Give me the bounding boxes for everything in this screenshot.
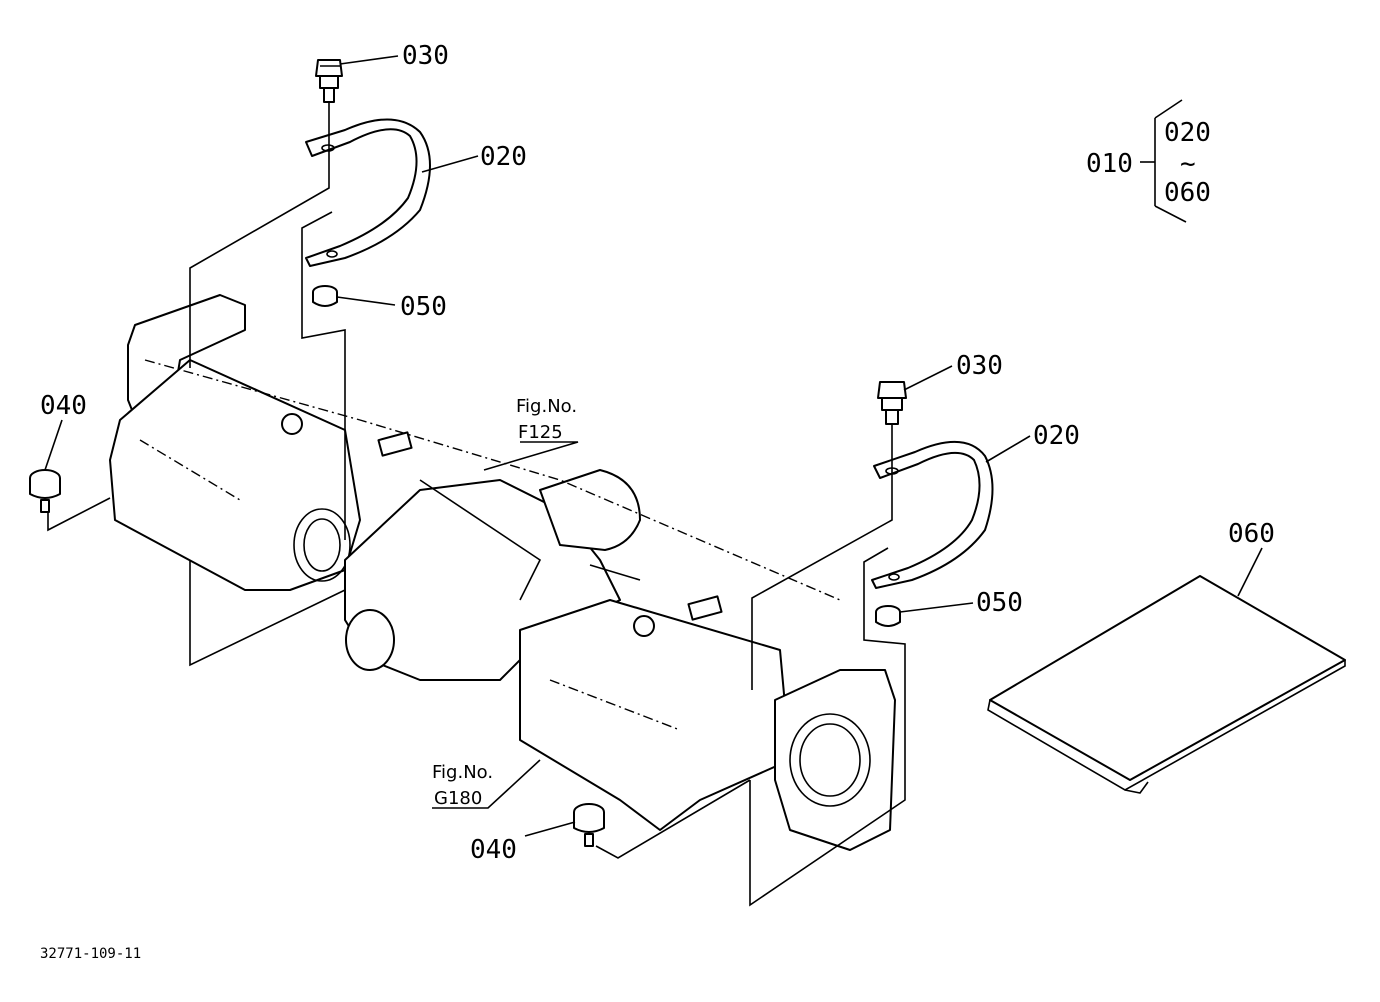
label-040-right: 040 bbox=[470, 835, 517, 865]
label-040-left: 040 bbox=[40, 391, 87, 421]
drawing-number: 32771-109-11 bbox=[40, 946, 141, 962]
center-line bbox=[139, 359, 841, 731]
label-050-right: 050 bbox=[976, 588, 1023, 618]
label-leaders bbox=[44, 55, 1263, 837]
label-020-right: 020 bbox=[1033, 421, 1080, 451]
manual-060 bbox=[987, 575, 1346, 794]
fig-ref-2-line2: G180 bbox=[434, 788, 482, 809]
bolt-030-left bbox=[315, 59, 343, 103]
assembly-code: 010 bbox=[1086, 149, 1133, 179]
label-030-right: 030 bbox=[956, 351, 1003, 381]
leader-lines-left bbox=[47, 102, 346, 667]
fig-ref-2-line1: Fig.No. bbox=[432, 762, 493, 783]
assembly-range-end: 060 bbox=[1164, 178, 1211, 208]
bolt-040-right bbox=[573, 803, 605, 847]
fig-ref-1-line1: Fig.No. bbox=[516, 396, 577, 417]
strap-020-left bbox=[305, 118, 431, 267]
leader-lines-right bbox=[749, 424, 906, 907]
label-030-left: 030 bbox=[402, 41, 449, 71]
strap-020-right bbox=[871, 441, 994, 589]
label-020-left: 020 bbox=[480, 142, 527, 172]
bolt-040-left bbox=[29, 469, 61, 513]
axle-housing bbox=[109, 294, 896, 851]
nut-050-left bbox=[312, 285, 338, 307]
label-060: 060 bbox=[1228, 519, 1275, 549]
assembly-range-start: 020 bbox=[1164, 118, 1211, 148]
bolt-030-right bbox=[877, 381, 907, 425]
fig-ref-1-line2: F125 bbox=[518, 422, 563, 443]
assembly-range-tilde: ~ bbox=[1180, 149, 1196, 179]
assembly-bracket bbox=[1140, 99, 1187, 223]
label-050-left: 050 bbox=[400, 292, 447, 322]
leader-040-right bbox=[595, 779, 751, 859]
nut-050-right bbox=[875, 605, 901, 627]
